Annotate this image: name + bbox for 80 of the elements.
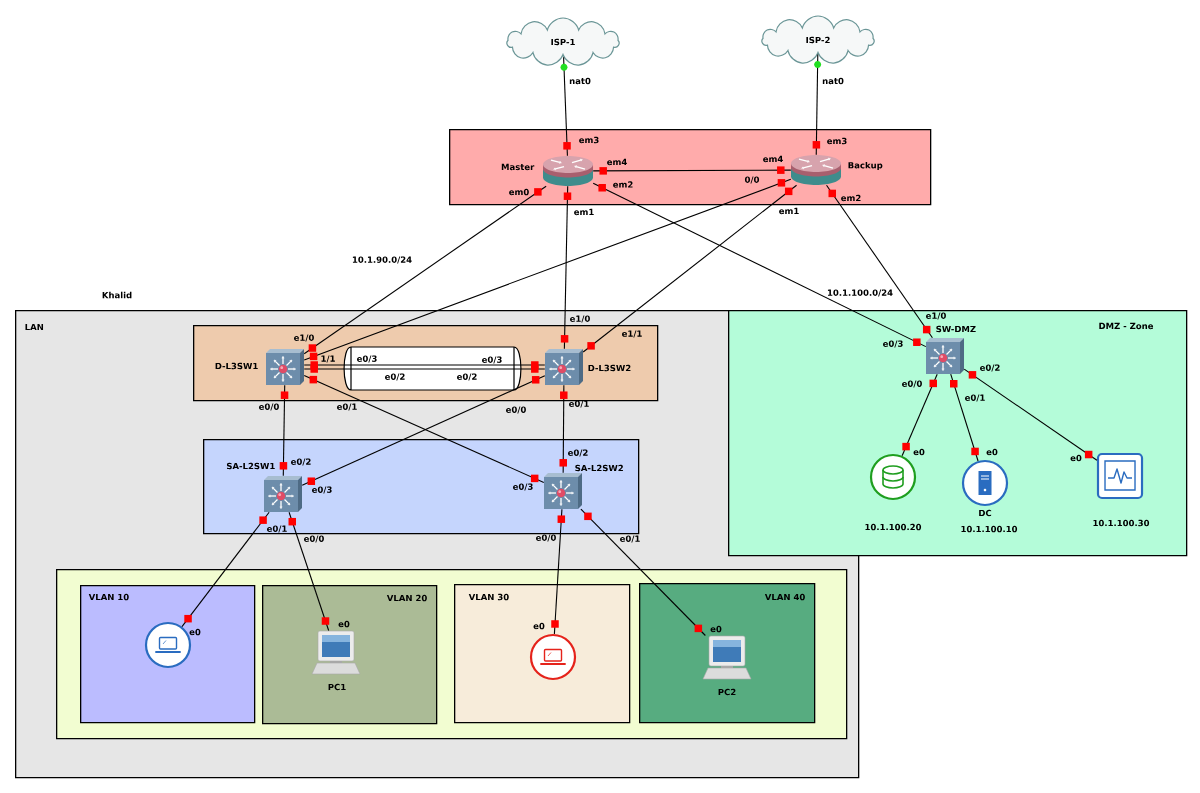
- link-line: [303, 364, 546, 366]
- link-line: [563, 185, 569, 350]
- device-name: DC: [979, 509, 992, 517]
- ip-address: 10.1.100.20: [865, 523, 922, 531]
- port-label: e1/0: [926, 312, 946, 320]
- cloud: ISP-2: [761, 15, 875, 64]
- port-label: em4: [763, 155, 783, 163]
- link-line: [181, 511, 270, 628]
- port-label: e0/3: [357, 355, 377, 363]
- link-line: [901, 373, 938, 457]
- ip-address: 10.1.100.30: [1093, 519, 1150, 527]
- port-label: nat0: [822, 77, 844, 85]
- port-label: e0/2: [980, 364, 1000, 372]
- link-line: [580, 508, 706, 637]
- port-label: em3: [579, 136, 599, 144]
- port-label: em4: [607, 158, 627, 166]
- device-name: D-L3SW2: [588, 364, 631, 372]
- name-label: Khalid: [102, 291, 132, 299]
- link-line: [303, 368, 546, 370]
- port-label: e0/1: [267, 525, 287, 533]
- port-label: e1/0: [294, 334, 314, 342]
- port-label: e0/0: [259, 403, 279, 411]
- port-label: e0/3: [513, 483, 533, 491]
- group-box: [449, 129, 932, 206]
- port-label: e0/1: [337, 403, 357, 411]
- port-label: e0/1: [965, 394, 985, 402]
- link-line: [303, 178, 792, 361]
- port-label: e1/0: [570, 315, 590, 323]
- port-label: em1: [779, 207, 799, 215]
- link-line: [592, 169, 792, 172]
- link-line: [950, 373, 979, 462]
- link-line: [303, 185, 547, 355]
- port-label: e0: [1070, 454, 1082, 462]
- port-label: e0/1: [620, 535, 640, 543]
- group-box: [203, 439, 640, 535]
- port-label: e0/2: [568, 449, 588, 457]
- port-label: em3: [827, 137, 847, 145]
- port-label: e0: [710, 625, 722, 633]
- port-label: e0/2: [385, 373, 405, 381]
- port-label: em1: [574, 208, 594, 216]
- port-label: e0/0: [536, 534, 556, 542]
- port-label: e0: [913, 448, 925, 456]
- subnet-label: 10.1.100.0/24: [827, 289, 893, 297]
- port-label: e1/1: [622, 330, 642, 338]
- port-label: e0/3: [312, 486, 332, 494]
- port-label: e0/2: [457, 373, 477, 381]
- device-name: D-L3SW1: [215, 362, 258, 370]
- port-label: em2: [841, 194, 861, 202]
- port-label: 1/1: [321, 355, 335, 363]
- device-name: PC2: [718, 688, 736, 696]
- subnet-label: 10.1.90.0/24: [352, 256, 412, 264]
- port-label: e0/3: [482, 356, 502, 364]
- port-label: e0/0: [506, 406, 526, 414]
- port-label: nat0: [569, 77, 591, 85]
- link-line: [582, 184, 798, 353]
- laptop-icon: [529, 633, 577, 681]
- port-label: e0/0: [902, 380, 922, 388]
- link-line: [592, 182, 927, 348]
- link-line: [563, 56, 568, 157]
- link-line: [553, 508, 563, 635]
- device-name: SA-L2SW1: [226, 462, 275, 470]
- device-name: SA-L2SW2: [575, 464, 623, 472]
- link-line: [282, 384, 286, 477]
- device-name: SW-DMZ: [936, 325, 976, 333]
- link-line: [562, 384, 565, 474]
- port-label: e0/1: [569, 400, 589, 408]
- ip-address: 10.1.100.10: [961, 525, 1018, 533]
- link-line: [826, 184, 933, 339]
- link-line: [963, 368, 1098, 461]
- device-name: Master: [501, 163, 535, 171]
- port-label: e0/3: [883, 340, 903, 348]
- port-label: e0/0: [304, 535, 324, 543]
- port-label: 0/0: [744, 176, 760, 184]
- port-label: em0: [509, 188, 529, 196]
- port-label: e0: [189, 628, 201, 636]
- device-name: PC1: [328, 683, 346, 691]
- port-label: e0/2: [291, 458, 311, 466]
- device-name: Backup: [848, 161, 883, 171]
- cloud: ISP-1: [506, 17, 620, 66]
- port-label: em2: [613, 181, 633, 188]
